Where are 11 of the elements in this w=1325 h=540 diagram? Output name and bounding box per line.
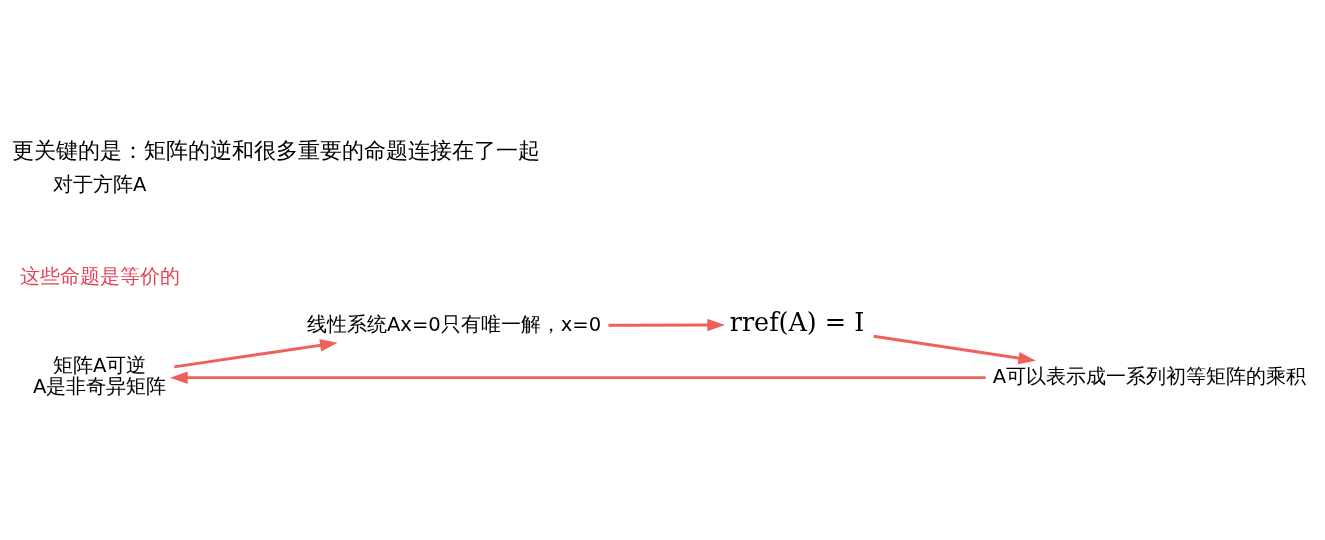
arrow bbox=[170, 371, 986, 384]
node-text: rref(A) = I bbox=[729, 306, 865, 337]
node-text: 矩阵A可逆 A是非奇异矩阵 bbox=[33, 353, 167, 399]
arrow bbox=[608, 318, 725, 332]
label: 这些命题是等价的 bbox=[19, 264, 180, 288]
arrow bbox=[174, 339, 338, 369]
label: 对于方阵A bbox=[53, 172, 147, 196]
node-text: 线性系统Ax=0只有唯一解，x=0 bbox=[306, 312, 602, 336]
arrow bbox=[873, 334, 1036, 365]
diagram-title: 更关键的是：矩阵的逆和很多重要的命题连接在了一起 bbox=[11, 138, 540, 164]
node-text: A可以表示成一系列初等矩阵的乘积 bbox=[992, 364, 1307, 388]
